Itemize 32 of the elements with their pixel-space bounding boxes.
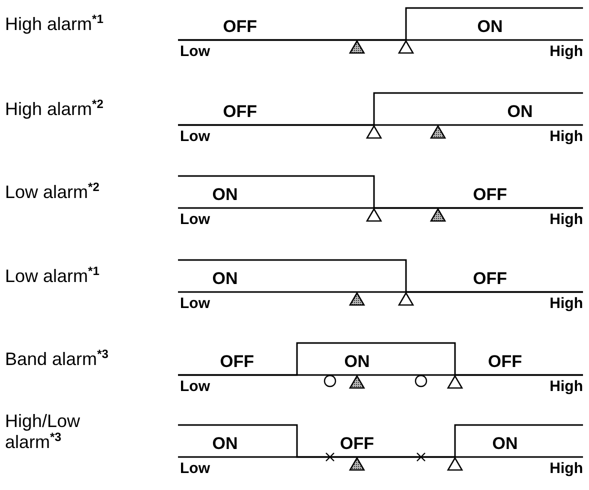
axis-label: High	[550, 296, 583, 312]
axis-label: High	[550, 212, 583, 228]
axis-label: Low	[180, 212, 210, 228]
state-label: ON	[507, 103, 533, 121]
alarm-type-label: Low alarm$^{*1}$	[5, 265, 100, 286]
alarm-type-label: High alarm$^{*1}$	[5, 13, 104, 34]
state-label: OFF	[473, 186, 507, 204]
axis-label: High	[550, 129, 583, 145]
state-label: OFF	[223, 103, 257, 121]
axis-label: Low	[180, 44, 210, 60]
alarm-type-label: Low alarm$^{*2}$	[5, 181, 100, 202]
state-label: OFF	[340, 435, 374, 453]
state-label: ON	[492, 435, 518, 453]
axis-label: High	[550, 44, 583, 60]
state-label: OFF	[220, 353, 254, 371]
alarm-type-label: Band alarm$^{*3}$	[5, 348, 110, 369]
state-label: OFF	[488, 353, 522, 371]
alarm-type-label: High/Low alarm$^{*3}$	[5, 412, 82, 452]
axis-label: Low	[180, 296, 210, 312]
axis-label: Low	[180, 379, 210, 395]
state-label: ON	[212, 270, 238, 288]
alarm-type-label: High alarm$^{*2}$	[5, 98, 104, 119]
state-label: OFF	[223, 18, 257, 36]
axis-label: High	[550, 379, 583, 395]
state-label: ON	[212, 435, 238, 453]
axis-label: Low	[180, 461, 210, 477]
state-label: ON	[344, 353, 370, 371]
state-label: OFF	[473, 270, 507, 288]
axis-label: High	[550, 461, 583, 477]
state-label: ON	[212, 186, 238, 204]
state-label: ON	[477, 18, 503, 36]
axis-label: Low	[180, 129, 210, 145]
